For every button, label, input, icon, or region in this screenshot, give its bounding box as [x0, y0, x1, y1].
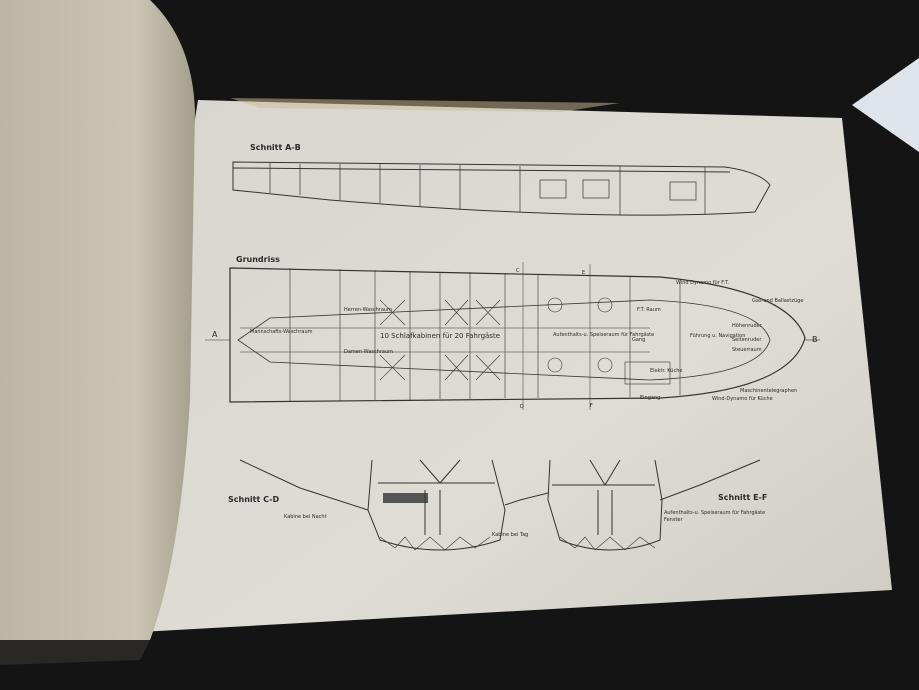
room-crew-wash: Mannschafts-Waschraum: [250, 329, 313, 335]
room-corridor: Gang: [632, 337, 645, 343]
room-cabins: 10 Schlafkabinen für 20 Fahrgäste: [380, 332, 500, 340]
marker-a: A: [212, 330, 218, 339]
callout-gas-ballast: Gas-und Ballastzüge: [752, 298, 803, 304]
section-cd-drawing: [239, 459, 521, 551]
section-ab-title: Schnitt A-B: [250, 143, 301, 152]
section-ef-window-label: Fenster: [664, 517, 683, 523]
marker-d: D: [520, 404, 524, 410]
paper-corner: [852, 58, 919, 152]
room-rudder: Seitenruder: [732, 337, 762, 343]
room-ladies-wash: Damen-Waschraum: [344, 349, 393, 355]
floor-plan-title: Grundriss: [236, 255, 280, 264]
section-ab-drawing: [232, 161, 771, 216]
room-lounge: Aufenthalts-u. Speiseraum für Fahrgäste: [553, 332, 654, 338]
room-elevator: Höhenruder: [732, 323, 763, 329]
room-mens-wash: Herren-Waschraum: [344, 307, 392, 313]
room-control: Steuerraum: [732, 347, 762, 353]
marker-e: E: [582, 270, 585, 276]
section-cd-night-label: Kabine bei Nacht: [284, 514, 327, 520]
left-page: [0, 0, 195, 640]
marker-c: C: [516, 268, 520, 274]
floor-plan-drawing: [205, 262, 820, 410]
room-radio: F.T. Raum: [637, 307, 661, 313]
page-stain: [230, 98, 620, 112]
section-cd-day-label: Kabine bei Tag: [492, 532, 528, 538]
callout-wind-dynamo-kitchen: Wind-Dynamo für Küche: [712, 396, 773, 402]
section-ef-drawing: [519, 459, 761, 551]
book-cover-edge: [0, 640, 150, 665]
callout-wind-dynamo-ft: Wind Dynamo für F.T.: [676, 280, 729, 286]
section-cd-title: Schnitt C-D: [228, 495, 279, 504]
room-kitchen: Elektr. Küche: [650, 368, 682, 374]
section-ef-lounge-label: Aufenthalts-u. Speiseraum für Fahrgäste: [664, 510, 765, 516]
room-navigation: Führung u. Navigation: [690, 333, 745, 339]
right-page: [140, 100, 892, 632]
marker-b: B: [812, 335, 818, 344]
marker-f: F: [590, 403, 593, 409]
callout-telegraphs: Maschinentelegraphen: [740, 388, 797, 394]
room-entrance: Eingang: [640, 395, 660, 401]
section-ef-title: Schnitt E-F: [718, 493, 767, 502]
